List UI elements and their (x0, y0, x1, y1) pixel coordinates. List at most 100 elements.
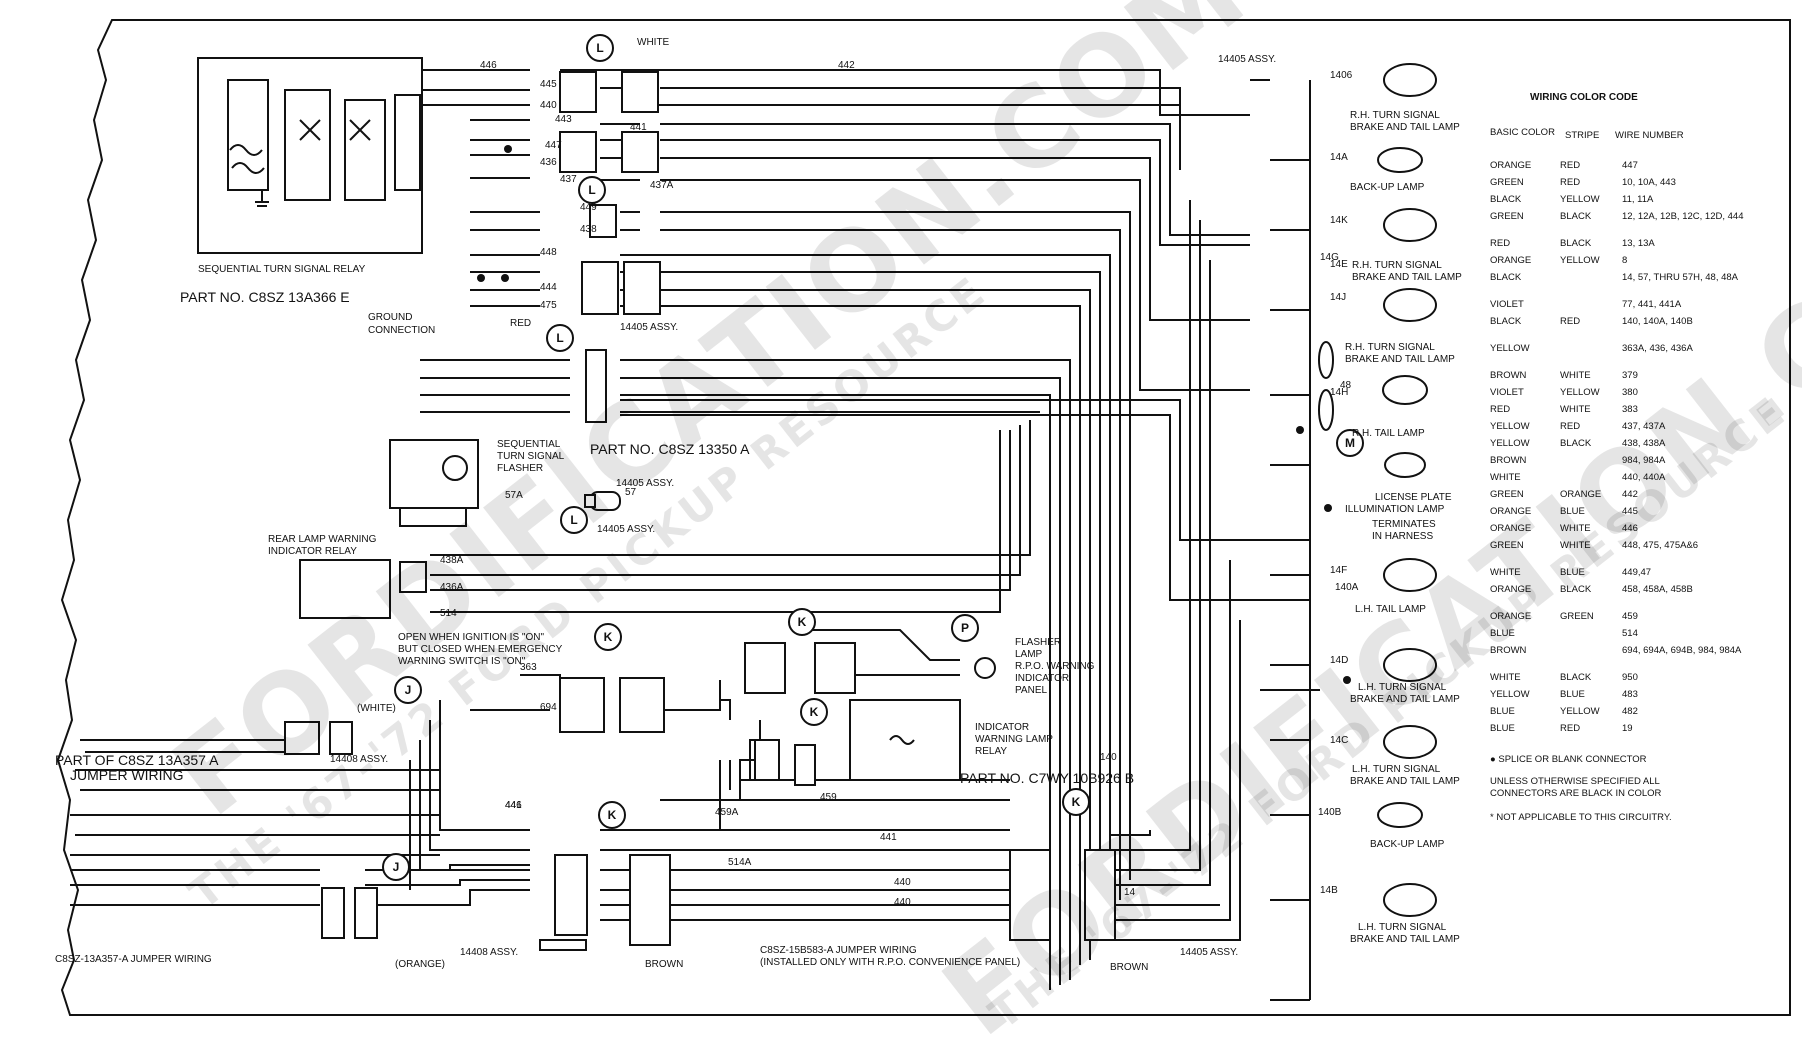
color-code-basic-1: GREEN (1490, 177, 1524, 188)
ind-relay-1: INDICATOR (975, 722, 1029, 733)
color-code-basic-12: RED (1490, 404, 1510, 415)
color-code-basic-14: YELLOW (1490, 438, 1530, 449)
connector-letter-2: L (556, 331, 563, 345)
lamp-rh-bt-3: BRAKE AND TAIL LAMP (1345, 354, 1455, 365)
wire-label-17: 438A (440, 555, 464, 566)
wire-label-45: 446 (505, 800, 522, 811)
color-code-wire-11: 380 (1622, 387, 1638, 398)
color-code-wire-8: 140, 140A, 140B (1622, 316, 1693, 327)
lh-ts-2: L.H. TURN SIGNAL (1352, 764, 1441, 775)
wire-label-28: 140 (1100, 752, 1117, 763)
color-code-stripe-11: YELLOW (1560, 387, 1600, 398)
connector-callouts (382, 34, 1364, 881)
lamp-rh-tail: R.H. TAIL LAMP (1352, 428, 1425, 439)
brown-right: BROWN (1110, 962, 1148, 973)
lamp-rh-ts-1: R.H. TURN SIGNAL (1350, 110, 1440, 121)
color-code-wire-2: 11, 11A (1622, 194, 1654, 205)
wire-label-29: 1406 (1330, 70, 1353, 81)
wire-label-41: 140A (1335, 582, 1359, 593)
assy-14405-flasher: 14405 ASSY. (616, 478, 674, 489)
wire-label-13: 441 (630, 122, 647, 133)
ind-relay-2: WARNING LAMP (975, 734, 1053, 745)
color-code-wire-24: 514 (1622, 628, 1638, 639)
color-code-wire-21: 449,47 (1622, 567, 1651, 578)
color-code-wire-5: 8 (1622, 255, 1627, 266)
part-of-2: JUMPER WIRING (70, 767, 184, 783)
color-code-basic-3: GREEN (1490, 211, 1524, 222)
color-code-wire-17: 442 (1622, 489, 1638, 500)
wire-label-2: 440 (540, 100, 557, 111)
orange-paren: (ORANGE) (395, 959, 445, 970)
white-label-top: WHITE (637, 37, 670, 48)
color-code-wire-26: 950 (1622, 672, 1638, 683)
color-code-basic-18: ORANGE (1490, 506, 1531, 517)
rear-warn-label-2: INDICATOR RELAY (268, 546, 357, 557)
color-code-basic-19: ORANGE (1490, 523, 1531, 534)
connection-label: CONNECTION (368, 325, 435, 336)
wire-label-42: 48 (1340, 380, 1352, 391)
color-code-basic-21: WHITE (1490, 567, 1521, 578)
terminates-1: TERMINATES (1372, 519, 1436, 530)
flasher-label-3: FLASHER (497, 463, 543, 474)
connector-letter-10: J (393, 860, 400, 874)
color-code-stripe-17: ORANGE (1560, 489, 1601, 500)
assy-14405-bottom: 14405 ASSY. (1180, 947, 1238, 958)
flasher-lamp-1: FLASHER (1015, 637, 1061, 648)
color-code-title: WIRING COLOR CODE (1530, 92, 1638, 103)
callout-k-5 (1062, 788, 1090, 816)
callout-m (1336, 429, 1364, 457)
color-code-wire-15: 984, 984A (1622, 455, 1666, 466)
callout-j-2 (382, 853, 410, 881)
connector-letter-7: K (608, 808, 617, 822)
color-code-stripe-18: BLUE (1560, 506, 1585, 517)
color-code-wire-29: 19 (1622, 723, 1633, 734)
wire-label-19: 514 (440, 608, 457, 619)
harness-wires (70, 69, 1320, 1001)
color-code-basic-25: BROWN (1490, 645, 1527, 656)
color-code-wire-20: 448, 475, 475A&6 (1622, 540, 1698, 551)
color-code-basic-11: VIOLET (1490, 387, 1524, 398)
color-code-wire-23: 459 (1622, 611, 1638, 622)
wire-label-23: 459A (715, 807, 739, 818)
color-code-basic-26: WHITE (1490, 672, 1521, 683)
color-code-header-wire: WIRE NUMBER (1615, 130, 1684, 141)
flasher-lamp-2: LAMP (1015, 649, 1043, 660)
rear-warn-label-1: REAR LAMP WARNING (268, 534, 377, 545)
color-code-basic-17: GREEN (1490, 489, 1524, 500)
relay-part-number: PART NO. C8SZ 13A366 E (180, 289, 350, 305)
color-code-wire-14: 438, 438A (1622, 438, 1666, 449)
color-code-basic-24: BLUE (1490, 628, 1515, 639)
color-code-basic-5: ORANGE (1490, 255, 1531, 266)
white-paren: (WHITE) (357, 703, 396, 714)
open-note-1: OPEN WHEN IGNITION IS "ON" (398, 632, 544, 643)
wire-label-35: 14F (1330, 565, 1347, 576)
wire-label-15: 57A (505, 490, 523, 501)
license-1: LICENSE PLATE (1375, 492, 1452, 503)
color-code-basic-23: ORANGE (1490, 611, 1531, 622)
flasher-part-number: PART NO. C8SZ 13350 A (590, 441, 750, 457)
page-border (56, 19, 1791, 1016)
color-code-basic-8: BLACK (1490, 316, 1522, 327)
flasher-lamp-5: PANEL (1015, 685, 1047, 696)
wire-label-26: 440 (894, 897, 911, 908)
color-code-stripe-1: RED (1560, 177, 1580, 188)
color-code-stripe-26: BLACK (1560, 672, 1592, 683)
wire-label-32: 14H (1330, 387, 1348, 398)
assy-14405-flasher-2: 14405 ASSY. (597, 524, 655, 535)
color-code-basic-22: ORANGE (1490, 584, 1531, 595)
connector-letter-12: M (1345, 436, 1355, 450)
connector-letter-11: P (961, 621, 969, 635)
c8sz-2: (INSTALLED ONLY WITH R.P.O. CONVENIENCE … (760, 957, 1020, 968)
callout-k-2 (788, 608, 816, 636)
color-code-wire-25: 694, 694A, 694B, 984, 984A (1622, 645, 1742, 656)
wire-label-10: 444 (540, 282, 557, 293)
connector-letter-3: L (570, 513, 577, 527)
license-2: ILLUMINATION LAMP (1345, 504, 1445, 515)
color-code-wire-3: 12, 12A, 12B, 12C, 12D, 444 (1622, 211, 1743, 222)
lh-ts-3: L.H. TURN SIGNAL (1358, 922, 1447, 933)
brown-left: BROWN (645, 959, 683, 970)
flasher-label-2: TURN SIGNAL (497, 451, 565, 462)
